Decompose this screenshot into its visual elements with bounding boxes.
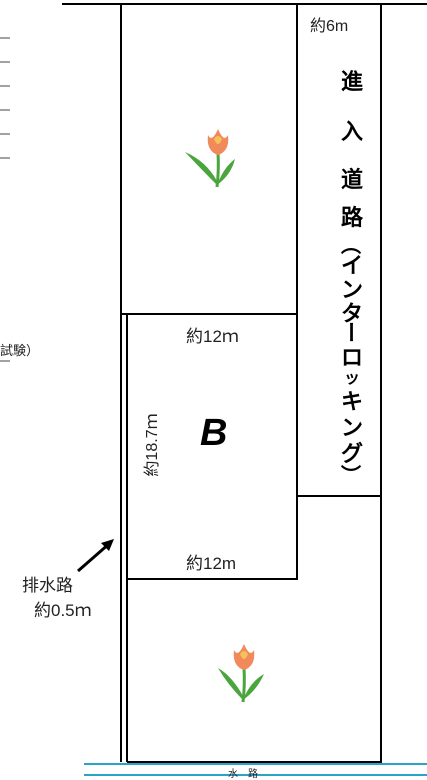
road-name-char: グ [340, 442, 363, 467]
lower-lot-outline [127, 495, 382, 763]
upper-lot [120, 3, 298, 315]
left-fragment-text: 試験） [0, 343, 40, 358]
road-name-char: ロ [340, 346, 363, 371]
road-name-char: 路 [340, 206, 363, 231]
left-tick-marks [0, 37, 10, 362]
road-name-char: イ [340, 254, 363, 279]
road-name-char: 道 [340, 168, 363, 193]
road-name-char: タ [340, 302, 363, 327]
road-width-label: 約6m [310, 18, 349, 35]
road-name-char: 進 [340, 70, 363, 95]
drain-label: 排水路 [22, 576, 73, 595]
waterway-label: 水 路 [228, 769, 258, 780]
lot-b-depth: 約18.7ｍ [144, 413, 161, 477]
lot-b-bottom-width: 約12m [186, 554, 237, 573]
drain-width: 約0.5ｍ [34, 601, 92, 620]
road-name-char: ッ [343, 368, 360, 387]
arrow-icon [77, 539, 114, 573]
tulip-icon [218, 644, 264, 703]
lot-b-label: B [200, 412, 228, 454]
road-name-char: ン [340, 416, 363, 441]
tulip-icon [185, 129, 235, 188]
road-name-char: 入 [340, 120, 363, 145]
road-name-char: ン [340, 278, 363, 303]
road-name-char: ） [338, 464, 363, 485]
road-name-char: キ [340, 390, 363, 415]
lot-b-top-width: 約12ｍ [186, 327, 239, 346]
